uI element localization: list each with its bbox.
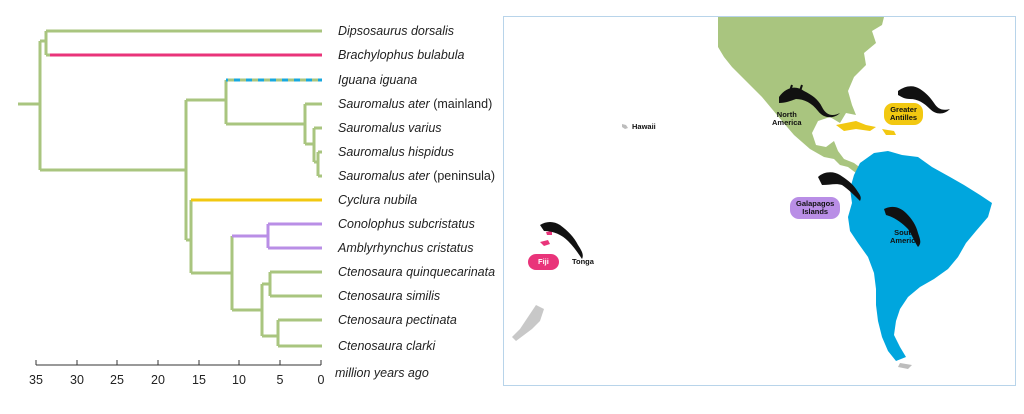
- axis-tick-label: 0: [317, 373, 325, 387]
- south-america-landmass: [848, 151, 992, 361]
- taxon-label: Ctenosaura clarki: [338, 339, 436, 353]
- taxon-label: Conolophus subcristatus: [338, 217, 475, 231]
- iguana-icon: [884, 206, 921, 247]
- axis-tick-label: 30: [70, 373, 84, 387]
- phylogenetic-tree: Dipsosaurus dorsalis Brachylophus bulabu…: [0, 0, 505, 414]
- taxon-label: Ctenosaura quinquecarinata: [338, 265, 496, 279]
- tree-branches: [18, 29, 322, 366]
- axis-title: million years ago: [335, 366, 429, 380]
- galapagos-badge: Galapagos Islands: [790, 197, 841, 219]
- hawaii-islands: [622, 124, 628, 129]
- greater-antilles-badge: Greater Antilles: [884, 103, 924, 125]
- taxon-label: Iguana iguana: [338, 73, 418, 87]
- fiji-badge: Fiji: [528, 254, 559, 270]
- south-america-label: South America: [890, 228, 920, 245]
- axis-tick-label: 15: [192, 373, 206, 387]
- taxon-label: Sauromalus ater (mainland): [338, 97, 493, 111]
- tonga-label: Tonga: [572, 257, 594, 266]
- taxon-label: Dipsosaurus dorsalis: [338, 24, 455, 38]
- taxon-label: Cyclura nubila: [338, 193, 418, 207]
- taxon-label: Brachylophus bulabula: [338, 48, 465, 62]
- north-america-label: North America: [772, 110, 802, 127]
- map-shapes: [512, 17, 992, 369]
- axis-tick-label: 5: [276, 373, 284, 387]
- hawaii-label: Hawaii: [632, 122, 656, 131]
- americas-pacific-map: Hawaii North America Greater Antilles Ga…: [503, 16, 1016, 386]
- taxon-label: Sauromalus varius: [338, 121, 442, 135]
- taxon-label: Sauromalus ater (peninsula): [338, 169, 496, 183]
- taxon-label: Amblyrhynchus cristatus: [338, 241, 474, 255]
- axis-tick-label: 10: [232, 373, 246, 387]
- fiji-islands: [540, 240, 550, 246]
- iguana-icon: [779, 84, 840, 118]
- taxon-label: Ctenosaura similis: [338, 289, 441, 303]
- new-zealand: [512, 305, 544, 341]
- iguana-icon: [540, 222, 583, 259]
- axis-tick-label: 35: [29, 373, 43, 387]
- greater-antilles-islands: [836, 121, 876, 131]
- taxon-label: Ctenosaura pectinata: [338, 313, 457, 327]
- taxon-label: Sauromalus hispidus: [338, 145, 455, 159]
- iguana-icon: [898, 86, 950, 114]
- axis-tick-label: 20: [151, 373, 165, 387]
- axis-tick-label: 25: [110, 373, 124, 387]
- iguana-icon: [818, 172, 861, 201]
